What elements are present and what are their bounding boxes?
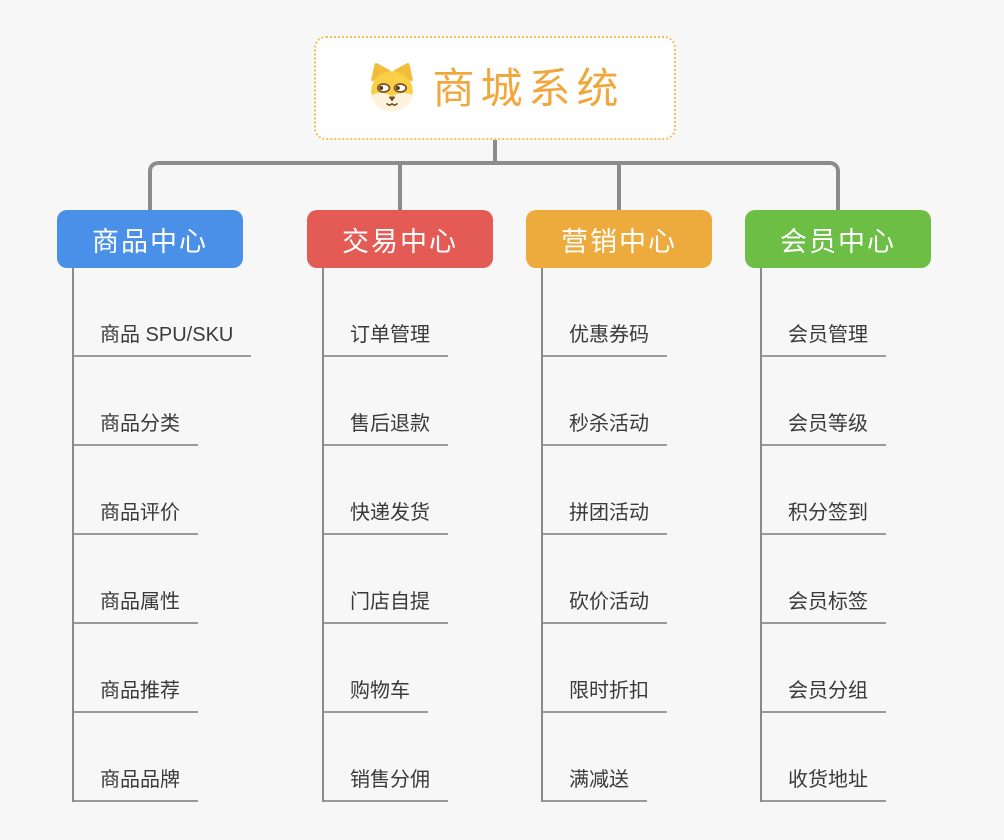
child-node-label: 砍价活动: [543, 591, 667, 624]
child-node[interactable]: 限时折扣: [543, 624, 667, 713]
child-node[interactable]: 快递发货: [324, 446, 448, 535]
child-node-label: 会员标签: [762, 591, 886, 624]
child-node-label: 商品 SPU/SKU: [74, 324, 252, 357]
connector-bus: [148, 161, 840, 210]
child-node-label: 销售分佣: [324, 769, 448, 802]
root-node[interactable]: 商城系统: [314, 36, 676, 140]
branch-children-trade: 订单管理 售后退款 快递发货 门店自提 购物车 销售分佣: [322, 268, 448, 802]
child-node-label: 满减送: [543, 769, 647, 802]
branch-node-label: 商品中心: [92, 226, 208, 257]
child-node-label: 会员管理: [762, 324, 886, 357]
child-node-label: 商品品牌: [74, 769, 198, 802]
child-node[interactable]: 商品属性: [74, 535, 198, 624]
child-node-label: 收货地址: [762, 769, 886, 802]
branch-children-marketing: 优惠券码 秒杀活动 拼团活动 砍价活动 限时折扣 满减送: [541, 268, 667, 802]
branch-node-label: 交易中心: [342, 226, 458, 257]
child-node[interactable]: 商品 SPU/SKU: [74, 268, 252, 357]
branch-node-label: 会员中心: [780, 226, 896, 257]
child-node-label: 购物车: [324, 680, 428, 713]
child-node-label: 商品评价: [74, 502, 198, 535]
child-node-label: 售后退款: [324, 413, 448, 446]
child-node-label: 拼团活动: [543, 502, 667, 535]
branch-node-marketing[interactable]: 营销中心: [526, 210, 712, 268]
root-title: 商城系统: [432, 65, 625, 112]
branch-children-members: 会员管理 会员等级 积分签到 会员标签 会员分组 收货地址: [760, 268, 886, 802]
child-node[interactable]: 商品分类: [74, 357, 198, 446]
child-node-label: 积分签到: [762, 502, 886, 535]
dog-face-icon: [371, 63, 414, 112]
child-node-label: 订单管理: [324, 324, 448, 357]
connector-stub-marketing: [617, 163, 621, 210]
child-node[interactable]: 拼团活动: [543, 446, 667, 535]
child-node[interactable]: 门店自提: [324, 535, 448, 624]
child-node-label: 商品推荐: [74, 680, 198, 713]
branch-node-label: 营销中心: [561, 226, 677, 257]
child-node-label: 门店自提: [324, 591, 448, 624]
child-node[interactable]: 售后退款: [324, 357, 448, 446]
child-node[interactable]: 销售分佣: [324, 713, 448, 802]
connector-root-stub: [493, 140, 497, 165]
child-node[interactable]: 秒杀活动: [543, 357, 667, 446]
child-node[interactable]: 收货地址: [762, 713, 886, 802]
branch-children-products: 商品 SPU/SKU 商品分类 商品评价 商品属性 商品推荐 商品品牌: [72, 268, 252, 802]
child-node-label: 会员分组: [762, 680, 886, 713]
child-node[interactable]: 会员分组: [762, 624, 886, 713]
child-node-label: 商品分类: [74, 413, 198, 446]
child-node-label: 商品属性: [74, 591, 198, 624]
connector-stub-trade: [398, 163, 402, 210]
child-node[interactable]: 优惠券码: [543, 268, 667, 357]
child-node[interactable]: 商品推荐: [74, 624, 198, 713]
child-node-label: 优惠券码: [543, 324, 667, 357]
child-node[interactable]: 会员标签: [762, 535, 886, 624]
child-node[interactable]: 砍价活动: [543, 535, 667, 624]
child-node[interactable]: 购物车: [324, 624, 428, 713]
branch-node-members[interactable]: 会员中心: [745, 210, 931, 268]
child-node-label: 秒杀活动: [543, 413, 667, 446]
child-node[interactable]: 积分签到: [762, 446, 886, 535]
child-node[interactable]: 会员管理: [762, 268, 886, 357]
child-node[interactable]: 满减送: [543, 713, 647, 802]
child-node[interactable]: 商品评价: [74, 446, 198, 535]
child-node[interactable]: 商品品牌: [74, 713, 198, 802]
branch-node-products[interactable]: 商品中心: [57, 210, 243, 268]
child-node[interactable]: 会员等级: [762, 357, 886, 446]
child-node-label: 限时折扣: [543, 680, 667, 713]
child-node-label: 快递发货: [324, 502, 448, 535]
child-node[interactable]: 订单管理: [324, 268, 448, 357]
child-node-label: 会员等级: [762, 413, 886, 446]
branch-node-trade[interactable]: 交易中心: [307, 210, 493, 268]
